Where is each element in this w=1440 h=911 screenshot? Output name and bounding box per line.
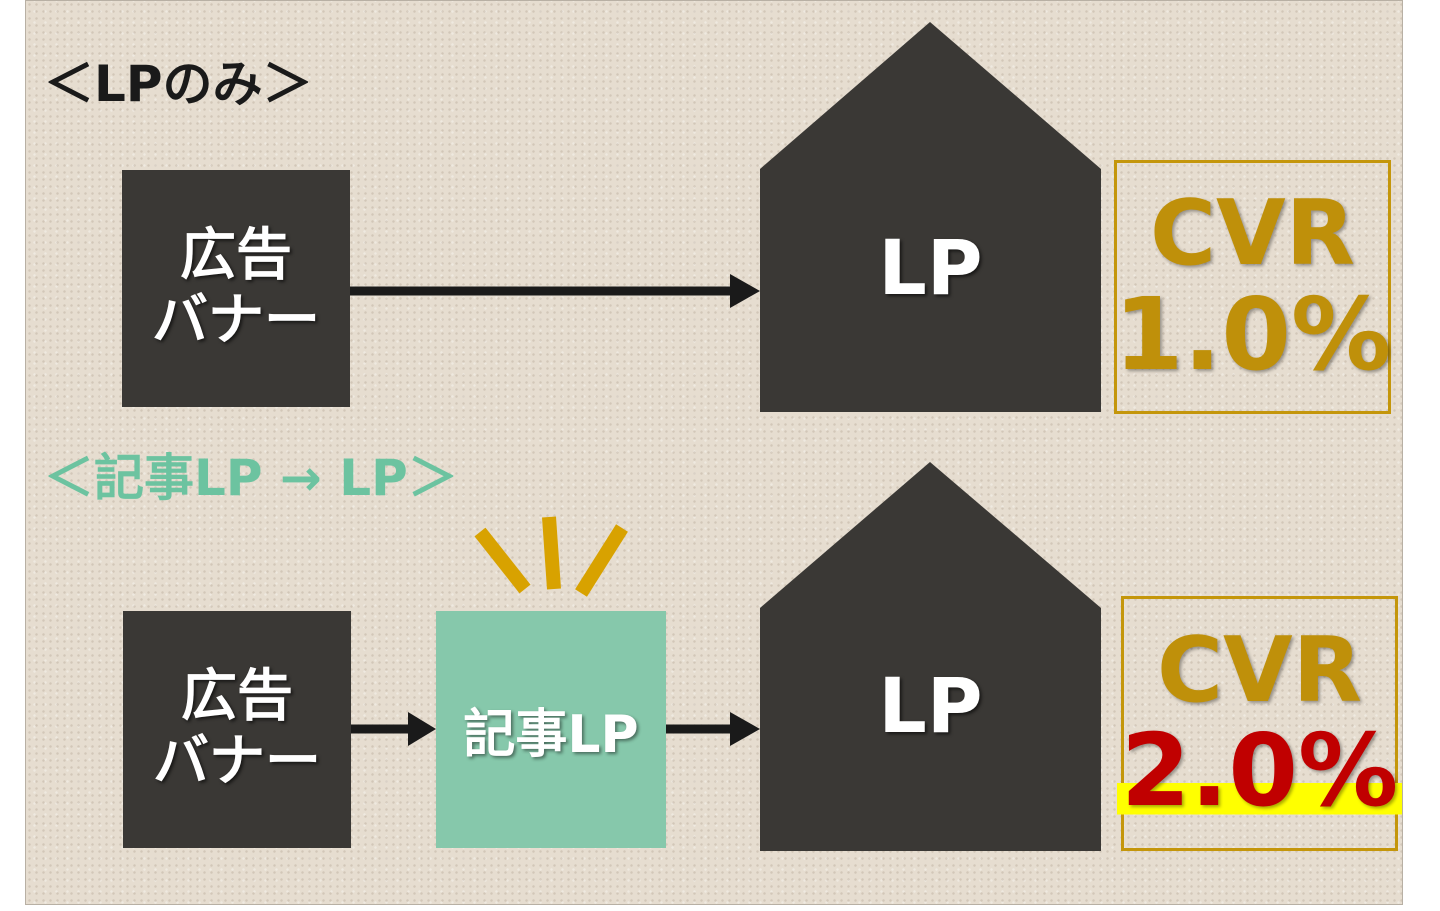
ad-banner-label-line1: 広告 (180, 223, 292, 289)
cvr-label: CVR (1156, 617, 1362, 723)
article-lp-label: 記事LP (463, 705, 639, 765)
lp-house-label-1: LP (878, 223, 983, 312)
cvr-value: 1.0% (1113, 275, 1392, 393)
arrow-article-to-lp (666, 712, 760, 746)
diagram-shapes (350, 22, 1101, 851)
section2-heading: ＜記事LP → LP＞ (44, 449, 458, 507)
arrow-banner-to-lp (350, 274, 760, 308)
slide: ＜LPのみ＞ 広告 バナー ＜記事LP → LP＞ 広告 バナー 記事LP (25, 0, 1403, 905)
ad-banner-box-1: 広告 バナー (122, 170, 350, 407)
ad-banner-label-line2: バナー (153, 728, 321, 794)
burst-lines (474, 516, 628, 597)
lp-house-2 (760, 462, 1101, 851)
cvr-label: CVR (1149, 181, 1355, 287)
cvr-box-2: CVR 2.0% (1116, 596, 1403, 851)
ad-banner-label-line1: 広告 (181, 664, 293, 730)
ad-banner-box-2: 広告 バナー (123, 611, 351, 848)
article-lp-box: 記事LP (436, 611, 666, 848)
cvr-box-1: CVR 1.0% (1114, 160, 1391, 414)
ad-banner-label-line2: バナー (152, 287, 320, 353)
lp-house-1 (760, 22, 1101, 412)
arrow-banner-to-article (351, 712, 436, 746)
lp-house-label-2: LP (878, 661, 983, 750)
section1-heading: ＜LPのみ＞ (44, 55, 313, 113)
cvr-value-highlighted: 2.0% (1116, 718, 1403, 824)
